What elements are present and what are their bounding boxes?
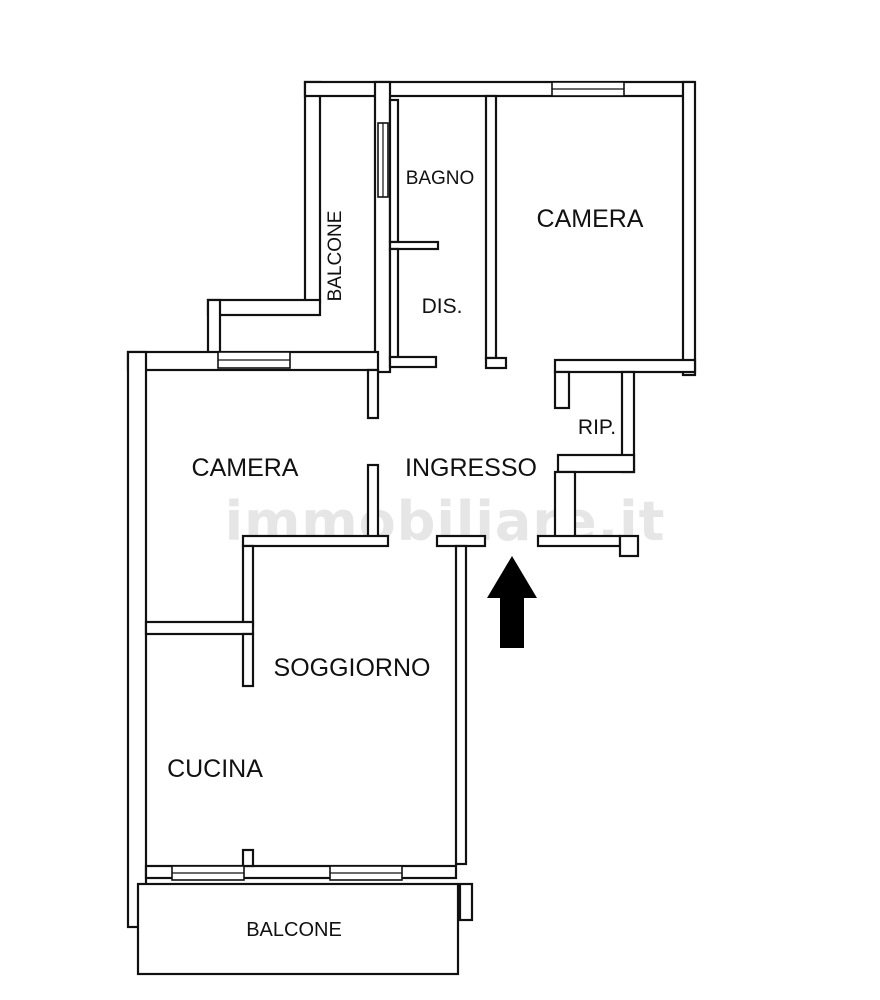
room-label-rip: RIP. (578, 416, 616, 439)
room-label-dis: DIS. (422, 295, 463, 318)
room-label-ingresso: INGRESSO (405, 454, 537, 482)
room-label-cucina: CUCINA (167, 755, 263, 783)
room-label-soggiorno: SOGGIORNO (274, 654, 431, 682)
room-label-camera-top: CAMERA (537, 205, 644, 233)
windows (171, 81, 625, 881)
room-label-bagno: BAGNO (406, 168, 475, 189)
room-label-balcone-bottom: BALCONE (246, 919, 342, 941)
room-label-balcone-side: BALCONE (325, 211, 346, 302)
room-label-camera-left: CAMERA (192, 454, 299, 482)
arrow-up-icon (487, 556, 537, 648)
